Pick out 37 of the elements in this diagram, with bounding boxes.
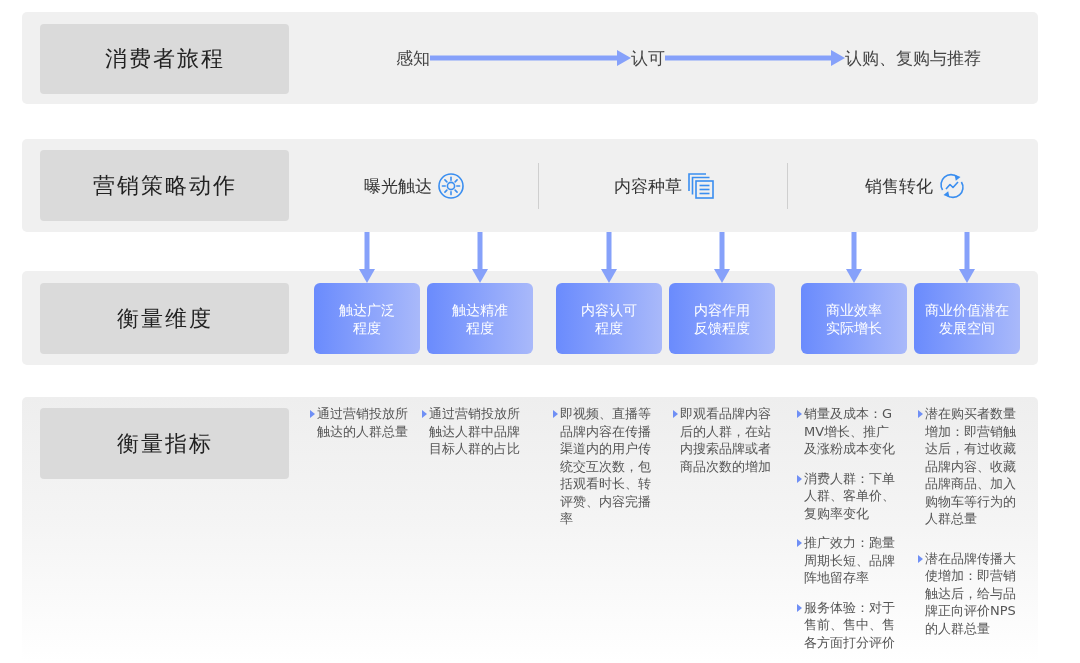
metric-text: 消费人群：下单人群、客单价、复购率变化 (804, 469, 896, 522)
arrow (714, 232, 730, 283)
row-header: 衡量指标 (40, 408, 289, 479)
metric-text: 通过营销投放所触达的人群总量 (317, 405, 409, 440)
metric-text: 潜在购买者数量增加：即营销触达后，有过收藏品牌内容、收藏品牌商品、加入购物车等行为的人群总量 (925, 405, 1017, 528)
dimension-card: 内容认可程度 (556, 283, 662, 354)
row-band (22, 139, 1038, 232)
strategy-text: 内容种草 (614, 174, 682, 198)
metric-text: 推广效力：跑量周期长短、品牌阵地留存率 (804, 534, 896, 587)
dimension-card: 商业效率实际增长 (801, 283, 907, 354)
dimension-card: 商业价值潜在发展空间 (914, 283, 1020, 354)
metric-text: 销量及成本：GMV增长、推广及涨粉成本变化 (804, 405, 896, 458)
metric-text: 即视频、直播等品牌内容在传播渠道内的用户传统交互次数，包括观看时长、转评赞、内容完播率 (560, 405, 652, 528)
dimension-card: 触达精准程度 (427, 283, 533, 354)
strategy-text: 曝光触达 (364, 174, 432, 198)
row-band (22, 271, 1038, 365)
journey-stage-text: 认购、复购与推荐 (845, 46, 981, 70)
arrow (959, 232, 975, 283)
arrow (359, 232, 375, 283)
metric-text: 服务体验：对于售前、售中、售各方面打分评价 (804, 598, 896, 651)
row-band (22, 12, 1038, 104)
arrow (846, 232, 862, 283)
row-header: 营销策略动作 (40, 150, 289, 221)
arrow (601, 232, 617, 283)
metric-text: 通过营销投放所触达人群中品牌目标人群的占比 (429, 405, 521, 458)
metric-text: 即观看品牌内容后的人群，在站内搜索品牌或者商品次数的增加 (680, 405, 772, 475)
dimension-card: 内容作用反馈程度 (669, 283, 775, 354)
arrow (430, 50, 631, 66)
row-header: 消费者旅程 (40, 24, 289, 94)
journey-stage-text: 认可 (631, 46, 665, 70)
journey-stage-text: 感知 (396, 46, 430, 70)
arrow (665, 50, 845, 66)
strategy-text: 销售转化 (865, 174, 933, 198)
dimension-card: 触达广泛程度 (314, 283, 420, 354)
metric-text: 潜在品牌传播大使增加：即营销触达后，给与品牌正向评价NPS的人群总量 (925, 549, 1017, 637)
arrow (472, 232, 488, 283)
row-header: 衡量维度 (40, 283, 289, 354)
